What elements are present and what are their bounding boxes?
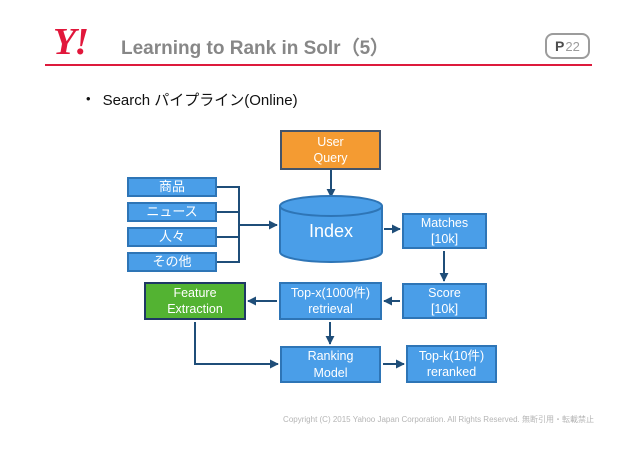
node-ranking-line1: Ranking [307, 349, 354, 364]
page-badge-number: 22 [565, 38, 580, 54]
node-user-query-line1: User [317, 134, 344, 149]
node-source-people: 人々 [127, 227, 217, 247]
node-feature-extraction: Feature Extraction [144, 282, 246, 320]
node-ranking-line2: Model [313, 365, 348, 380]
node-source-products: 商品 [127, 177, 217, 197]
node-top-k-reranked: Top-k(10件) reranked [406, 345, 497, 383]
node-user-query-line2: Query [313, 151, 348, 165]
node-user-query: User Query [280, 130, 381, 170]
node-score-line1: Score [428, 285, 461, 300]
bullet-item: • Search パイプライン(Online) [86, 89, 298, 110]
page-number-badge: P 22 [545, 33, 590, 59]
yahoo-japan-logo: Y! [53, 21, 89, 63]
node-feature-line2: Extraction [167, 302, 223, 316]
node-top-k-line2: reranked [426, 365, 477, 379]
header-divider [45, 64, 592, 66]
node-index-label: Index [308, 221, 354, 241]
node-top-k-line1: Top-k(10件) [418, 348, 485, 363]
bullet-marker: • [86, 91, 91, 106]
node-ranking-model: Ranking Model [280, 346, 381, 383]
node-matches-line2: [10k] [430, 232, 459, 246]
node-score-line2: [10k] [430, 302, 459, 316]
node-matches-line1: Matches [420, 215, 469, 230]
page-badge-prefix: P [555, 38, 565, 54]
bullet-text: Search パイプライン(Online) [102, 92, 298, 109]
copyright-footer: Copyright (C) 2015 Yahoo Japan Corporati… [283, 415, 594, 424]
node-top-x-line2: retrieval [308, 302, 353, 316]
node-top-x-line1: Top-x(1000件) [290, 285, 371, 300]
node-matches: Matches [10k] [402, 213, 487, 249]
node-source-news: ニュース [127, 202, 217, 222]
slide-title: Learning to Rank in Solr（5） [121, 38, 390, 59]
node-top-x-retrieval: Top-x(1000件) retrieval [279, 282, 382, 320]
index-cylinder [279, 195, 383, 263]
node-score: Score [10k] [402, 283, 487, 319]
node-source-others: その他 [127, 252, 217, 272]
node-feature-line1: Feature [173, 285, 217, 300]
